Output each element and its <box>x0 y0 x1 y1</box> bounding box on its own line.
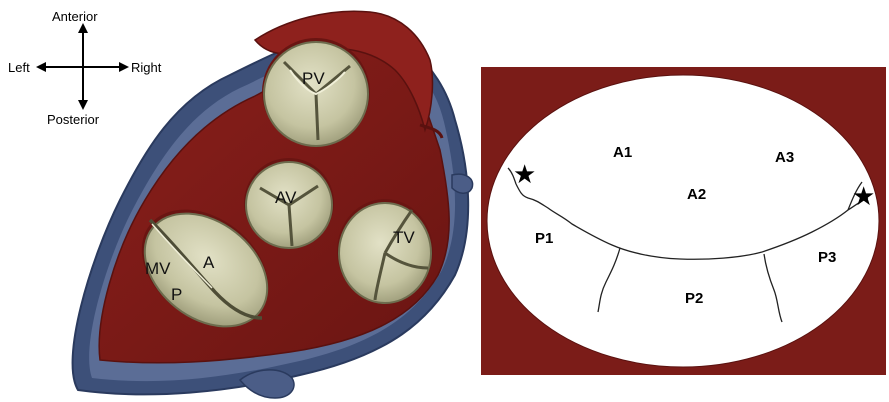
scallop-p3-label: P3 <box>818 249 836 266</box>
tv-label: TV <box>393 228 415 247</box>
left-commissure-star-icon: ★ <box>513 159 536 189</box>
mitral-scallop-diagram: ★ ★ A1 A2 A3 P1 P2 P3 <box>481 67 886 375</box>
compass-posterior-label: Posterior <box>47 112 100 127</box>
av-label: AV <box>275 188 297 207</box>
compass-right-label: Right <box>131 60 162 75</box>
vessel-stub <box>452 174 473 193</box>
arrow-left-icon <box>36 62 46 72</box>
scallop-a3-label: A3 <box>775 149 794 166</box>
pulmonary-valve: PV <box>262 38 370 146</box>
compass-left-label: Left <box>8 60 30 75</box>
compass-anterior-label: Anterior <box>52 9 98 24</box>
scallop-a1-label: A1 <box>613 144 632 161</box>
orientation-compass: Anterior Posterior Left Right <box>8 9 162 127</box>
arrow-down-icon <box>78 100 88 110</box>
arrow-up-icon <box>78 23 88 33</box>
mv-anterior-leaflet-label: A <box>203 253 215 272</box>
vessel-loop <box>240 370 294 398</box>
valve-orifice <box>487 75 879 367</box>
aortic-valve: AV <box>244 158 334 248</box>
scallop-p2-label: P2 <box>685 290 703 307</box>
right-commissure-star-icon: ★ <box>852 181 875 211</box>
mv-label: MV <box>145 259 171 278</box>
scallop-a2-label: A2 <box>687 186 706 203</box>
mv-posterior-leaflet-label: P <box>171 285 182 304</box>
arrow-right-icon <box>119 62 129 72</box>
pv-label: PV <box>302 69 325 88</box>
scallop-p1-label: P1 <box>535 230 553 247</box>
tricuspid-valve: TV <box>337 199 433 303</box>
